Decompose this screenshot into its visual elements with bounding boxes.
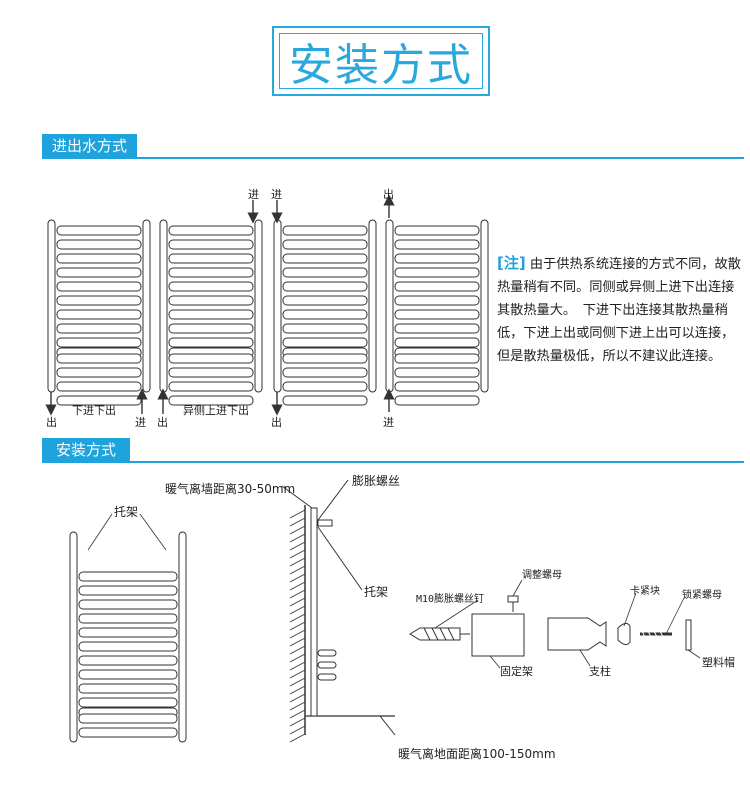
connection-note: [注] 由于供热系统连接的方式不同，故散热量稍有不同。同侧或异侧上进下出连接其散… — [497, 252, 747, 368]
caption-1: 下进下出 — [72, 404, 116, 417]
wall-side-view — [281, 479, 396, 743]
note-text: 由于供热系统连接的方式不同，故散热量稍有不同。同侧或异侧上进下出连接其散热量大。… — [497, 257, 741, 364]
label-fixed-frame: 固定架 — [500, 665, 533, 678]
label-in-2: 进 — [248, 188, 259, 201]
radiator-diagram-1 — [47, 219, 151, 406]
radiator-diagram-4 — [385, 219, 489, 406]
title-frame: 安装方式 — [272, 26, 490, 96]
m10-expansion-screw — [409, 599, 479, 641]
label-in-1: 进 — [135, 416, 146, 429]
section-install-underline — [42, 461, 744, 463]
plastic-cap — [685, 619, 701, 659]
clamp-block — [617, 592, 637, 646]
radiator-diagram-3 — [273, 219, 377, 406]
support-post — [547, 617, 607, 667]
label-expansion-screw: 膨胀螺丝 — [352, 474, 401, 488]
label-m10-screw: M10膨胀螺丝钉 — [416, 594, 485, 605]
front-view-radiator — [69, 513, 187, 743]
label-lock-nut: 锁紧螺母 — [682, 590, 722, 601]
adjust-nut — [507, 579, 523, 612]
label-adjust-nut: 调整螺母 — [522, 570, 562, 581]
label-in-3: 进 — [271, 188, 282, 201]
label-out-4: 出 — [383, 188, 394, 201]
label-bracket-front: 托架 — [114, 505, 139, 519]
label-in-4: 进 — [383, 416, 394, 429]
fixed-frame — [471, 613, 525, 657]
label-floor-distance: 暖气离地面距离100-150mm — [398, 747, 556, 761]
page-title: 安装方式 — [279, 33, 483, 91]
label-out-3: 出 — [271, 416, 282, 429]
label-bracket-side: 托架 — [364, 585, 389, 599]
note-tag: [注] — [497, 254, 526, 272]
installation-diagrams — [69, 479, 701, 743]
label-clamp-block: 卡紧块 — [630, 586, 660, 597]
section-install-title: 安装方式 — [42, 438, 131, 462]
radiator-diagram-2 — [159, 219, 263, 406]
section-connection-title: 进出水方式 — [42, 134, 138, 158]
label-out-1: 出 — [46, 416, 57, 429]
label-post: 支柱 — [589, 665, 611, 678]
label-wall-distance: 暖气离墙距离30-50mm — [165, 482, 296, 496]
lock-screw — [640, 597, 685, 638]
caption-2: 异侧上进下出 — [183, 404, 249, 417]
section-connection-underline — [42, 157, 744, 159]
label-out-2: 出 — [157, 416, 168, 429]
label-plastic-cap: 塑料帽 — [702, 656, 735, 669]
